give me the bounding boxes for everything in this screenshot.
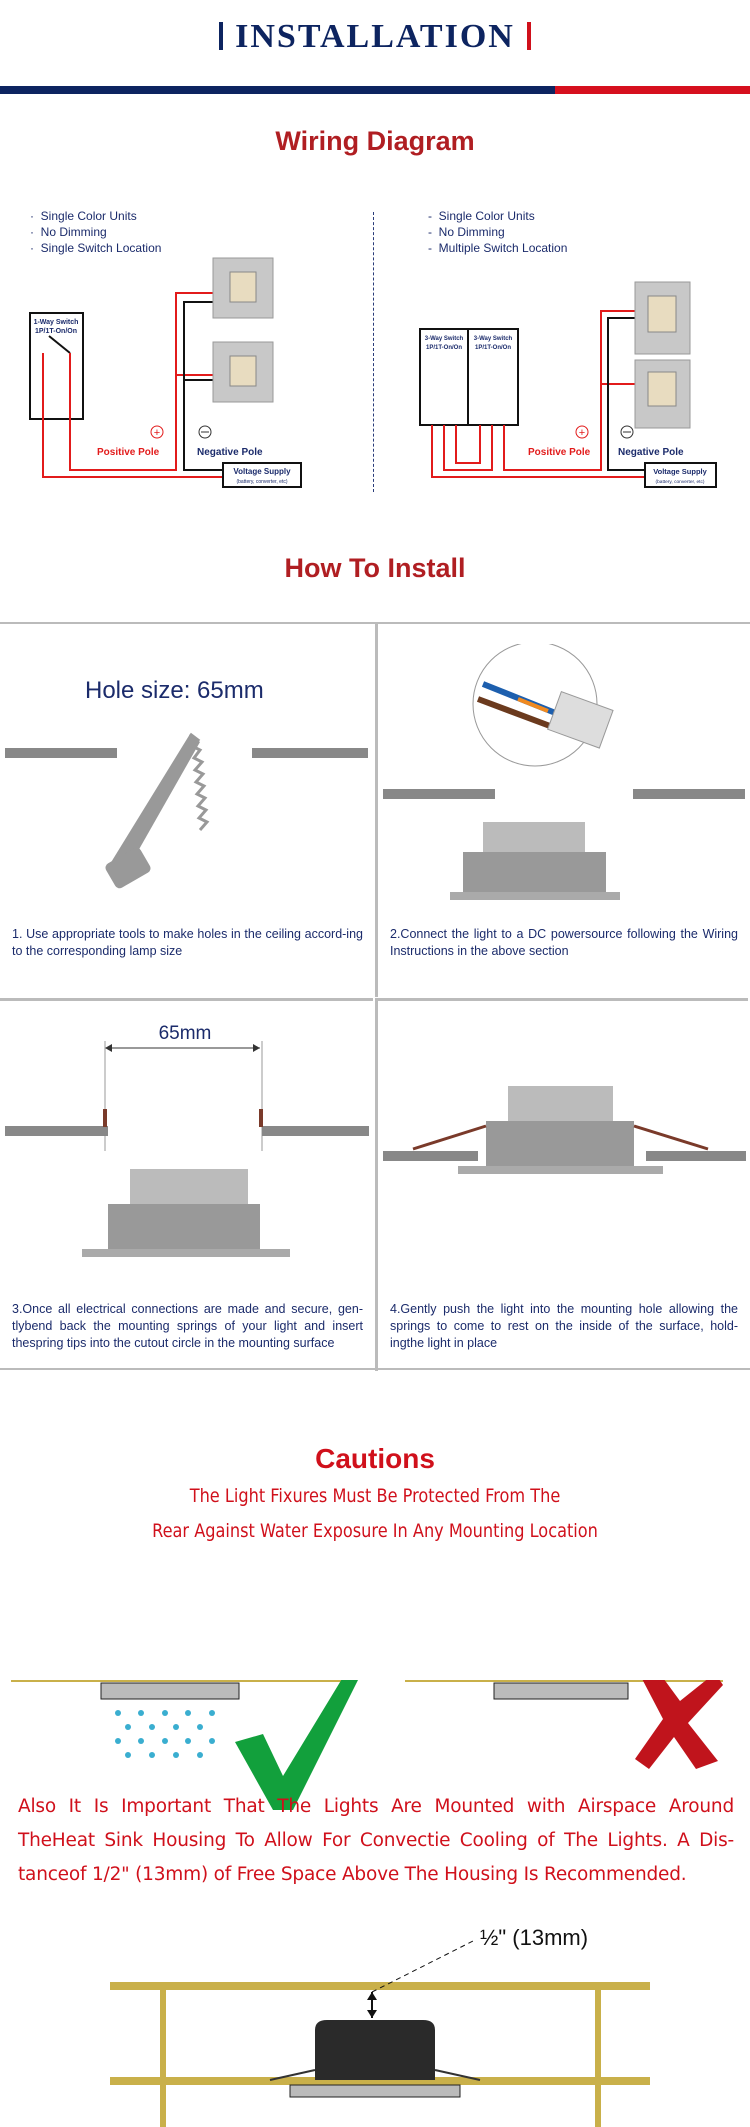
bullet: Single Color Units [438,209,535,223]
svg-text:Negative Pole: Negative Pole [197,447,263,458]
left-bullets: · Single Color Units · No Dimming · Sing… [30,209,162,255]
cautions-heading: Cautions [315,1443,435,1474]
light-fixture-icon [634,281,691,355]
wiring-heading: Wiring Diagram [275,126,475,156]
svg-text:3-Way Switch: 3-Way Switch [474,336,513,342]
divider-red [555,86,750,94]
water-exposure-illustration [11,1680,723,1810]
install-steps-grid: Hole size: 65mm 1. Use appropriate tools… [0,622,750,1371]
saw-icon [110,734,200,874]
caution-line-1: The Light Fixures Must Be Protected From… [189,1485,561,1507]
x-mark-icon [635,1680,723,1769]
step-4: 4.Gently push the light into the mountin… [375,998,748,1371]
right-bullets: - Single Color Units - No Dimming - Mult… [428,209,568,255]
step-text: 4.Gently push the light into the mountin… [390,1302,738,1350]
clearance-illustration: ½" (13mm) [110,1925,650,2127]
bullet: No Dimming [438,225,505,239]
checkmark-icon [235,1680,358,1810]
incorrect-mounting [405,1680,723,1769]
spring-bend-illustration: 65mm [5,1023,369,1257]
dimension-label: 65mm [159,1023,212,1044]
svg-text:+: + [579,427,585,439]
correct-mounting [11,1680,358,1810]
diagram-divider [373,212,374,492]
svg-text:+: + [154,427,160,439]
step-3: 65mm 3.Once all electrical connections a… [0,998,373,1371]
hole-size-label: Hole size: 65mm [85,677,264,704]
step-1: Hole size: 65mm 1. Use appropriate tools… [0,624,373,997]
push-in-illustration [383,1086,746,1174]
caution-line-2: Rear Against Water Exposure In Any Mount… [152,1520,598,1542]
svg-text:1P/1T-On/On: 1P/1T-On/On [35,328,77,335]
title-text: INSTALLATION [235,18,515,55]
bullet: Single Color Units [40,209,137,223]
clearance-label: ½" (13mm) [480,1925,588,1950]
svg-text:Voltage Supply: Voltage Supply [233,467,291,476]
svg-text:3-Way Switch: 3-Way Switch [425,336,464,342]
bullet: No Dimming [40,225,107,239]
svg-text:Positive Pole: Positive Pole [97,447,160,458]
single-switch-wiring-diagram: 1-Way Switch 1P/1T-On/On + Positive Pole… [29,257,302,488]
svg-text:(battery, converter, etc): (battery, converter, etc) [236,479,287,485]
step-text: 3.Once all electrical connections are ma… [12,1302,363,1350]
light-fixture-icon [212,257,274,319]
svg-text:1P/1T-On/On: 1P/1T-On/On [475,345,511,351]
svg-text:1P/1T-On/On: 1P/1T-On/On [426,345,462,351]
step-text: 2.Connect the light to a DC powersource … [390,927,738,958]
saw-illustration [5,732,368,889]
svg-text:(battery, converter, etc): (battery, converter, etc) [656,479,705,485]
bullet: Single Switch Location [40,241,162,255]
multi-switch-wiring-diagram: 3-Way Switch 1P/1T-On/On 3-Way Switch 1P… [419,281,717,488]
divider-blue [0,86,555,94]
step-2: 2.Connect the light to a DC powersource … [375,624,748,997]
svg-text:Voltage Supply: Voltage Supply [653,467,707,476]
install-heading: How To Install [284,553,466,583]
wire-connection-illustration [383,644,745,900]
water-drops [115,1710,215,1758]
svg-text:Positive Pole: Positive Pole [528,447,591,458]
bullet: Multiple Switch Location [438,241,568,255]
page-title: INSTALLATION [0,18,750,56]
switch-label: 1-Way Switch [34,319,79,326]
svg-text:Negative Pole: Negative Pole [618,447,684,458]
light-fixture-icon [634,359,691,429]
airspace-paragraph: Also It Is Important That The Lights Are… [18,1796,734,1885]
step-text: 1. Use appropriate tools to make holes i… [12,927,363,958]
light-fixture-icon [212,341,274,403]
